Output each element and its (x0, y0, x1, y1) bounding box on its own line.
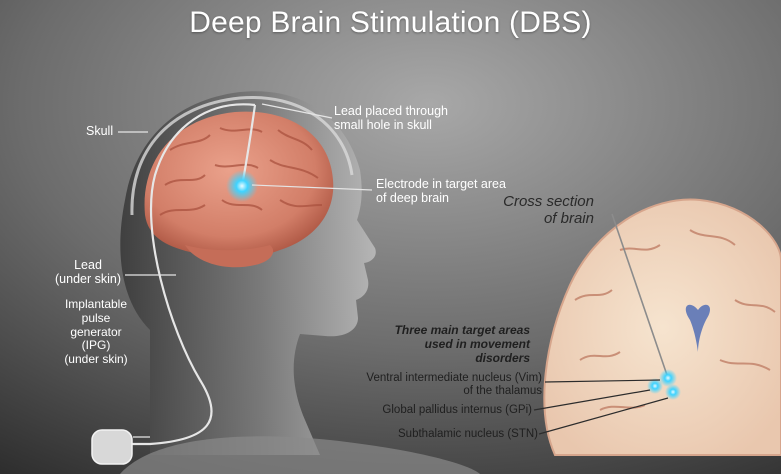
label-gpi: Global pallidus internus (GPi) (382, 404, 532, 416)
ventricle (685, 304, 711, 352)
leader-lines (118, 103, 373, 438)
label-ipg: Implantable pulse generator (IPG) (under… (64, 297, 128, 367)
brain-cross-section (543, 198, 781, 456)
target-leader-lines (533, 379, 669, 435)
ipg-device (91, 429, 133, 465)
skull-outline (130, 95, 354, 216)
electrode-glow (226, 170, 258, 202)
targets-heading: Three main target areas used in movement… (394, 323, 530, 365)
page-title: Deep Brain Stimulation (DBS) (189, 6, 592, 39)
label-vim: Ventral intermediate nucleus (Vim) of th… (366, 372, 542, 398)
label-stn: Subthalamic nucleus (STN) (398, 428, 538, 440)
label-lead-skull: Lead placed through small hole in skull (334, 104, 448, 133)
label-electrode: Electrode in target area of deep brain (376, 177, 506, 206)
label-lead-skin: Lead (under skin) (55, 258, 121, 287)
label-cross-section: Cross section of brain (503, 193, 594, 228)
label-skull: Skull (86, 124, 114, 138)
